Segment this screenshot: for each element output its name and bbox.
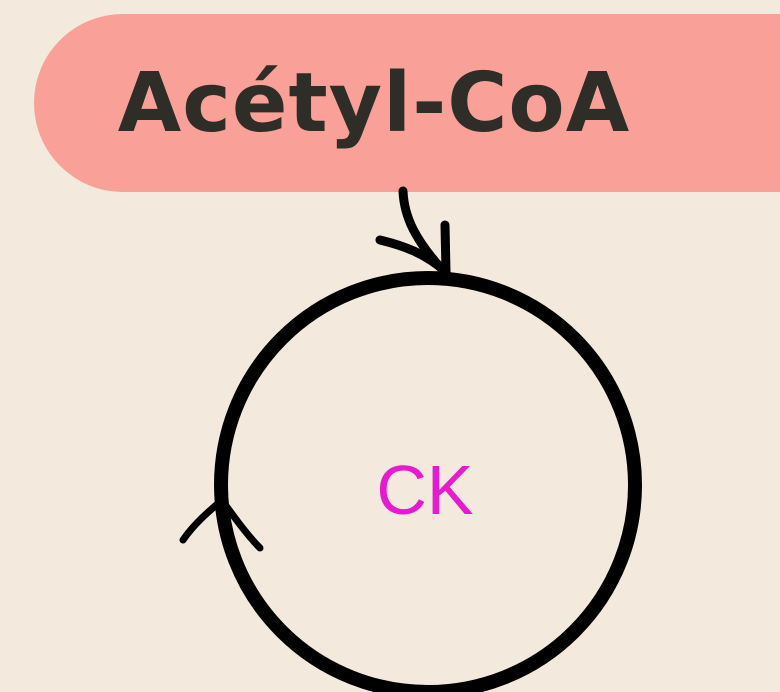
entry-arrow-head — [375, 220, 451, 277]
cycle-circle — [214, 271, 642, 692]
cycle-direction-arrow-icon — [179, 496, 264, 552]
acetyl-coa-label: Acétyl-CoA — [117, 55, 631, 151]
cycle-center-label: CK — [376, 451, 474, 529]
acetyl-coa-pill — [34, 14, 780, 192]
